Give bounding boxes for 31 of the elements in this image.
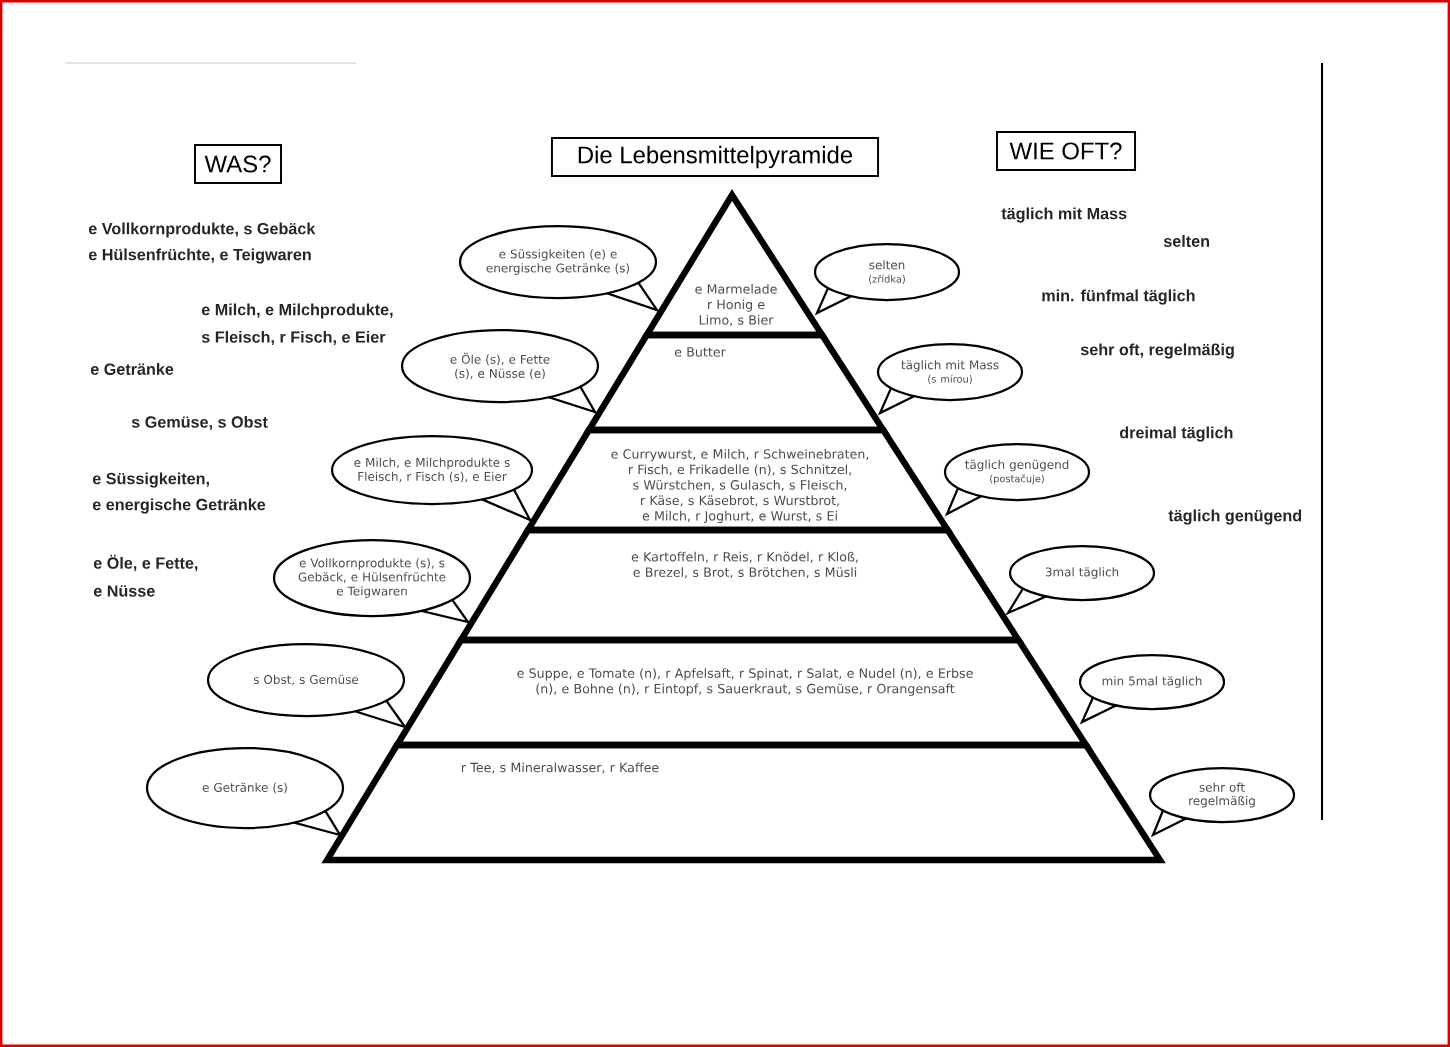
speech-bubble: s Obst, s Gemüse bbox=[206, 642, 408, 730]
word-label: e Öle, e Fette, bbox=[93, 554, 198, 572]
speech-bubble: selten (zřídka) bbox=[813, 242, 961, 316]
speech-bubble: e Süssigkeiten (e) e energische Getränke (s) bbox=[458, 224, 660, 313]
word-label: min. fünfmal täglich bbox=[1042, 289, 1195, 305]
word-label: täglich genügend bbox=[1168, 509, 1302, 525]
speech-bubble: e Milch, e Milchprodukte s Fleisch, r Fisch (s), e Eier bbox=[330, 434, 534, 523]
word-label: e Süssigkeiten, bbox=[92, 472, 209, 488]
heading-box: WIE OFT? bbox=[996, 131, 1137, 171]
word-label: täglich mit Mass bbox=[1001, 207, 1127, 223]
word-label: e Hülsenfrüchte, e Teigwaren bbox=[88, 248, 311, 264]
speech-bubble: e Öle (s), e Fette (s), e Nüsse (e) bbox=[400, 328, 600, 414]
word-label: e Milch, e Milchprodukte, bbox=[201, 303, 393, 319]
word-label: s Fleisch, r Fisch, e Eier bbox=[201, 330, 386, 346]
word-label: e energische Getränke bbox=[92, 498, 266, 514]
word-label: dreimal täglich bbox=[1119, 426, 1233, 442]
speech-bubble: e Vollkornprodukte (s), s Gebäck, e Hülsenfrüchte e Teigwaren bbox=[272, 538, 472, 624]
word-label: e Nüsse bbox=[93, 585, 155, 597]
heading-box: WAS? bbox=[194, 144, 282, 184]
word-label: e Getränke bbox=[90, 363, 174, 375]
heading-box: Die Lebensmittelpyramide bbox=[551, 137, 880, 177]
speech-bubble: e Getränke (s) bbox=[145, 746, 345, 837]
speech-bubble: min 5mal täglich bbox=[1078, 653, 1226, 725]
word-label: selten bbox=[1163, 235, 1209, 247]
speech-bubble: täglich mit Mass (s mírou) bbox=[876, 342, 1024, 416]
speech-bubble: sehr oft regelmäßig bbox=[1148, 766, 1296, 838]
speech-bubble: 3mal täglich bbox=[1005, 544, 1156, 616]
word-label: s Gemüse, s Obst bbox=[131, 415, 268, 431]
word-label: sehr oft, regelmäßig bbox=[1080, 343, 1234, 359]
word-label: e Vollkornprodukte, s Gebäck bbox=[88, 222, 316, 238]
speech-bubble: täglich genügend (postačuje) bbox=[943, 442, 1091, 517]
